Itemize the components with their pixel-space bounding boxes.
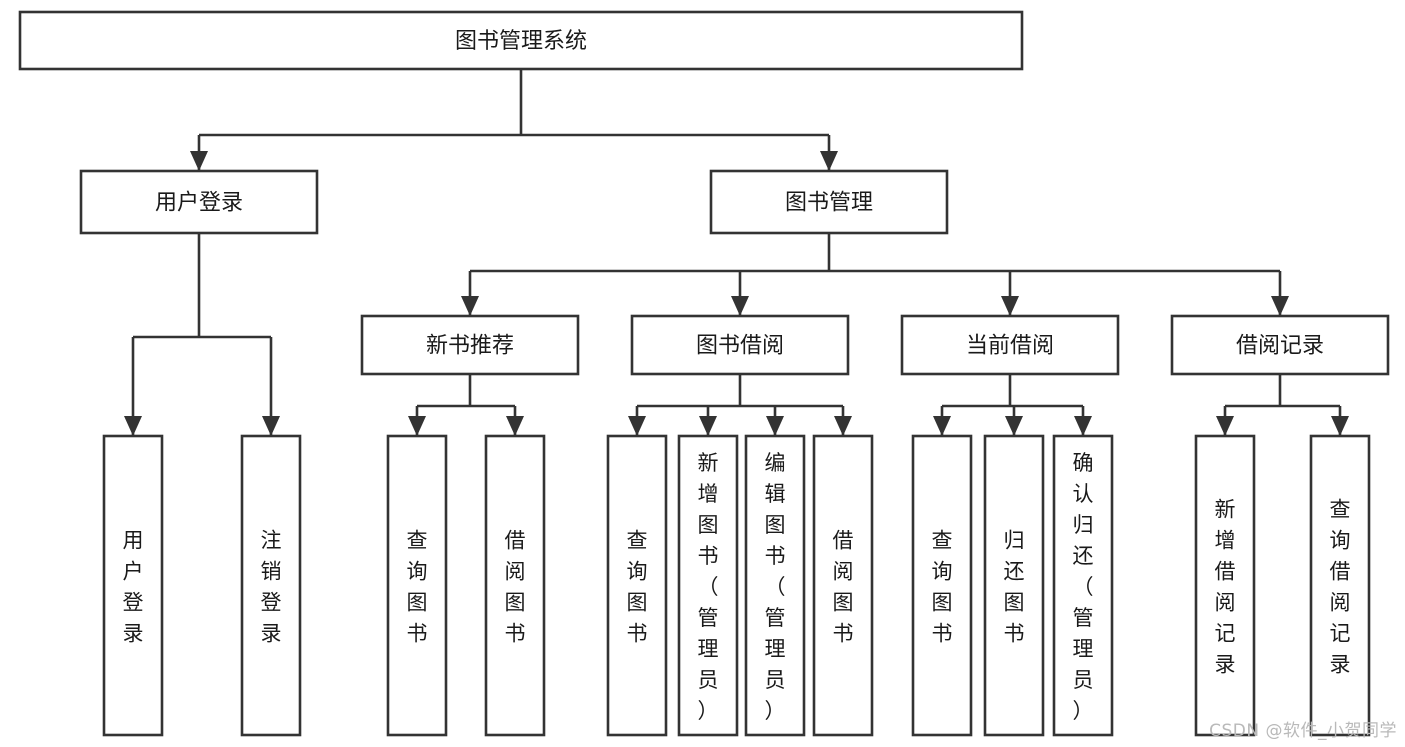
arrow-head (731, 296, 749, 316)
node-label-new-book-recommend: 新书推荐 (426, 334, 514, 359)
arrow-head (408, 416, 426, 436)
node-label-leaf-add-book-admin: 新增图书（管理员） (698, 451, 719, 723)
node-box-book-manage (709, 169, 949, 235)
node-label-root: 图书管理系统 (455, 29, 587, 54)
connector-group-user-login (124, 233, 280, 436)
node-leaf-add-book-admin[interactable]: 新增图书（管理员） (677, 434, 739, 737)
node-leaf-query-book-current[interactable]: 查询图书 (911, 434, 973, 737)
node-label-leaf-query-book-current: 查询图书 (932, 529, 953, 646)
node-box-leaf-user-login (102, 434, 164, 737)
arrow-head (834, 416, 852, 436)
arrow-head (628, 416, 646, 436)
node-user-login[interactable]: 用户登录 (79, 169, 319, 235)
arrow-head (262, 416, 280, 436)
node-root[interactable]: 图书管理系统 (18, 10, 1024, 71)
node-box-leaf-add-borrow-record (1194, 434, 1256, 737)
node-box-leaf-borrow-book-recommend (484, 434, 546, 737)
node-leaf-borrow-book[interactable]: 借阅图书 (812, 434, 874, 737)
node-label-leaf-add-borrow-record: 新增借阅记录 (1215, 498, 1236, 677)
arrow-head (461, 296, 479, 316)
node-box-user-login (79, 169, 319, 235)
node-leaf-logout[interactable]: 注销登录 (240, 434, 302, 737)
connector-group-borrow-record (1216, 374, 1349, 436)
node-label-leaf-borrow-book-recommend: 借阅图书 (505, 529, 526, 646)
arrow-head (190, 151, 208, 171)
arrow-head (1001, 296, 1019, 316)
node-box-leaf-query-book-borrow (606, 434, 668, 737)
node-leaf-query-borrow-record[interactable]: 查询借阅记录 (1309, 434, 1371, 737)
arrow-head (1271, 296, 1289, 316)
arrow-head (933, 416, 951, 436)
node-leaf-add-borrow-record[interactable]: 新增借阅记录 (1194, 434, 1256, 737)
node-leaf-query-book-borrow[interactable]: 查询图书 (606, 434, 668, 737)
connector-group-new-book-recommend (408, 374, 524, 436)
arrow-head (1005, 416, 1023, 436)
connector-group-current-borrow (933, 374, 1092, 436)
node-box-leaf-query-book-recommend (386, 434, 448, 737)
arrow-head (1074, 416, 1092, 436)
connector-group-book-borrow (628, 374, 852, 436)
node-leaf-edit-book-admin[interactable]: 编辑图书（管理员） (744, 434, 806, 737)
node-leaf-confirm-return-admin[interactable]: 确认归还（管理员） (1052, 434, 1114, 737)
node-label-leaf-logout: 注销登录 (261, 529, 282, 646)
node-leaf-query-book-recommend[interactable]: 查询图书 (386, 434, 448, 737)
node-label-leaf-query-book-recommend: 查询图书 (407, 529, 428, 646)
node-label-user-login: 用户登录 (155, 191, 243, 216)
node-box-new-book-recommend (360, 314, 580, 376)
node-box-leaf-edit-book-admin (744, 434, 806, 737)
node-box-leaf-query-book-current (911, 434, 973, 737)
node-label-borrow-record: 借阅记录 (1236, 334, 1324, 359)
node-book-manage[interactable]: 图书管理 (709, 169, 949, 235)
node-leaf-user-login[interactable]: 用户登录 (102, 434, 164, 737)
connector-group-book-manage (461, 233, 1289, 316)
arrow-head (124, 416, 142, 436)
connector-layer (124, 69, 1349, 436)
node-label-leaf-confirm-return-admin: 确认归还（管理员） (1073, 451, 1094, 723)
arrow-head (1216, 416, 1234, 436)
connector-group-root (190, 69, 838, 171)
node-label-leaf-query-borrow-record: 查询借阅记录 (1330, 498, 1351, 677)
node-layer: 图书管理系统用户登录图书管理新书推荐图书借阅当前借阅借阅记录用户登录注销登录查询… (18, 10, 1390, 737)
node-box-current-borrow (900, 314, 1120, 376)
csdn-watermark: CSDN @软件_小贺同学 (1209, 721, 1397, 741)
node-borrow-record[interactable]: 借阅记录 (1170, 314, 1390, 376)
node-label-book-borrow: 图书借阅 (696, 334, 784, 359)
node-box-root (18, 10, 1024, 71)
arrow-head (766, 416, 784, 436)
node-label-leaf-borrow-book: 借阅图书 (833, 529, 854, 646)
arrow-head (699, 416, 717, 436)
node-new-book-recommend[interactable]: 新书推荐 (360, 314, 580, 376)
node-box-leaf-return-book (983, 434, 1045, 737)
node-label-leaf-user-login: 用户登录 (123, 529, 144, 646)
node-box-leaf-confirm-return-admin (1052, 434, 1114, 737)
node-label-leaf-return-book: 归还图书 (1004, 529, 1025, 646)
node-leaf-borrow-book-recommend[interactable]: 借阅图书 (484, 434, 546, 737)
node-current-borrow[interactable]: 当前借阅 (900, 314, 1120, 376)
node-label-leaf-query-book-borrow: 查询图书 (627, 529, 648, 646)
arrow-head (506, 416, 524, 436)
node-box-leaf-add-book-admin (677, 434, 739, 737)
node-book-borrow[interactable]: 图书借阅 (630, 314, 850, 376)
node-box-leaf-query-borrow-record (1309, 434, 1371, 737)
arrow-head (1331, 416, 1349, 436)
node-label-book-manage: 图书管理 (785, 191, 873, 216)
node-label-current-borrow: 当前借阅 (966, 334, 1054, 359)
node-label-leaf-edit-book-admin: 编辑图书（管理员） (765, 451, 786, 723)
arrow-head (820, 151, 838, 171)
node-box-book-borrow (630, 314, 850, 376)
node-box-leaf-borrow-book (812, 434, 874, 737)
node-leaf-return-book[interactable]: 归还图书 (983, 434, 1045, 737)
node-box-leaf-logout (240, 434, 302, 737)
node-box-borrow-record (1170, 314, 1390, 376)
